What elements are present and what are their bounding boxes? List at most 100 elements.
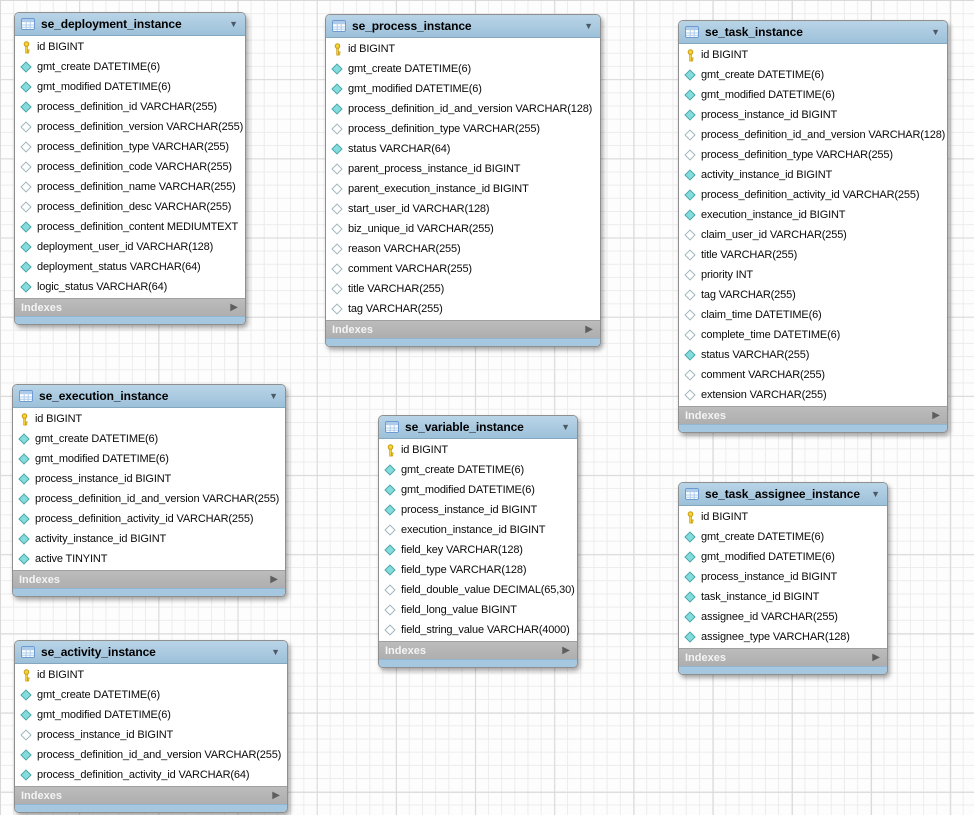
expand-arrow-icon[interactable]: ▶ — [562, 644, 570, 656]
column-row[interactable]: gmt_create DATETIME(6) — [15, 57, 245, 77]
indexes-footer[interactable]: Indexes▶ — [15, 298, 245, 316]
column-row[interactable]: process_instance_id BIGINT — [15, 725, 287, 745]
column-row[interactable]: field_string_value VARCHAR(4000) — [379, 620, 577, 640]
column-row[interactable]: process_definition_id_and_version VARCHA… — [13, 489, 285, 509]
column-row[interactable]: assignee_type VARCHAR(128) — [679, 627, 887, 647]
collapse-arrow-icon[interactable]: ▼ — [584, 20, 593, 31]
column-row[interactable]: claim_user_id VARCHAR(255) — [679, 225, 947, 245]
column-row[interactable]: process_definition_id VARCHAR(255) — [15, 97, 245, 117]
expand-arrow-icon[interactable]: ▶ — [270, 573, 278, 585]
column-row[interactable]: gmt_create DATETIME(6) — [13, 429, 285, 449]
table-header[interactable]: se_variable_instance▼ — [379, 416, 577, 439]
expand-arrow-icon[interactable]: ▶ — [932, 409, 940, 421]
indexes-footer[interactable]: Indexes▶ — [15, 786, 287, 804]
collapse-arrow-icon[interactable]: ▼ — [561, 421, 570, 432]
column-row[interactable]: process_definition_id_and_version VARCHA… — [679, 125, 947, 145]
column-row[interactable]: gmt_create DATETIME(6) — [379, 460, 577, 480]
column-row[interactable]: gmt_modified DATETIME(6) — [679, 547, 887, 567]
column-row[interactable]: logic_status VARCHAR(64) — [15, 277, 245, 297]
column-row[interactable]: reason VARCHAR(255) — [326, 239, 600, 259]
column-row[interactable]: deployment_status VARCHAR(64) — [15, 257, 245, 277]
indexes-footer[interactable]: Indexes▶ — [326, 320, 600, 338]
column-row[interactable]: deployment_user_id VARCHAR(128) — [15, 237, 245, 257]
column-row[interactable]: gmt_create DATETIME(6) — [15, 685, 287, 705]
table-header[interactable]: se_execution_instance▼ — [13, 385, 285, 408]
column-row[interactable]: process_definition_version VARCHAR(255) — [15, 117, 245, 137]
indexes-footer[interactable]: Indexes▶ — [679, 648, 887, 666]
table-header[interactable]: se_deployment_instance▼ — [15, 13, 245, 36]
column-row[interactable]: title VARCHAR(255) — [326, 279, 600, 299]
indexes-footer[interactable]: Indexes▶ — [13, 570, 285, 588]
column-row[interactable]: id BIGINT — [15, 665, 287, 685]
column-row[interactable]: complete_time DATETIME(6) — [679, 325, 947, 345]
column-row[interactable]: process_instance_id BIGINT — [679, 105, 947, 125]
column-row[interactable]: title VARCHAR(255) — [679, 245, 947, 265]
column-row[interactable]: start_user_id VARCHAR(128) — [326, 199, 600, 219]
collapse-arrow-icon[interactable]: ▼ — [269, 390, 278, 401]
column-row[interactable]: gmt_modified DATETIME(6) — [326, 79, 600, 99]
column-row[interactable]: id BIGINT — [13, 409, 285, 429]
indexes-footer[interactable]: Indexes▶ — [679, 406, 947, 424]
column-row[interactable]: id BIGINT — [379, 440, 577, 460]
column-row[interactable]: process_instance_id BIGINT — [679, 567, 887, 587]
column-row[interactable]: comment VARCHAR(255) — [679, 365, 947, 385]
column-row[interactable]: process_definition_type VARCHAR(255) — [679, 145, 947, 165]
column-row[interactable]: process_definition_desc VARCHAR(255) — [15, 197, 245, 217]
column-row[interactable]: parent_execution_instance_id BIGINT — [326, 179, 600, 199]
column-row[interactable]: process_definition_id_and_version VARCHA… — [326, 99, 600, 119]
expand-arrow-icon[interactable]: ▶ — [872, 651, 880, 663]
column-row[interactable]: assignee_id VARCHAR(255) — [679, 607, 887, 627]
expand-arrow-icon[interactable]: ▶ — [585, 323, 593, 335]
column-row[interactable]: process_definition_type VARCHAR(255) — [326, 119, 600, 139]
column-row[interactable]: id BIGINT — [679, 45, 947, 65]
column-row[interactable]: execution_instance_id BIGINT — [379, 520, 577, 540]
column-row[interactable]: process_definition_activity_id VARCHAR(2… — [13, 509, 285, 529]
column-row[interactable]: field_type VARCHAR(128) — [379, 560, 577, 580]
column-row[interactable]: process_definition_type VARCHAR(255) — [15, 137, 245, 157]
column-row[interactable]: process_definition_id_and_version VARCHA… — [15, 745, 287, 765]
column-row[interactable]: active TINYINT — [13, 549, 285, 569]
column-row[interactable]: process_instance_id BIGINT — [379, 500, 577, 520]
column-row[interactable]: field_double_value DECIMAL(65,30) — [379, 580, 577, 600]
column-row[interactable]: gmt_modified DATETIME(6) — [679, 85, 947, 105]
column-row[interactable]: gmt_modified DATETIME(6) — [379, 480, 577, 500]
column-row[interactable]: execution_instance_id BIGINT — [679, 205, 947, 225]
column-row[interactable]: tag VARCHAR(255) — [679, 285, 947, 305]
column-row[interactable]: claim_time DATETIME(6) — [679, 305, 947, 325]
collapse-arrow-icon[interactable]: ▼ — [931, 26, 940, 37]
column-row[interactable]: priority INT — [679, 265, 947, 285]
column-row[interactable]: process_definition_name VARCHAR(255) — [15, 177, 245, 197]
column-row[interactable]: process_instance_id BIGINT — [13, 469, 285, 489]
column-row[interactable]: process_definition_activity_id VARCHAR(6… — [15, 765, 287, 785]
column-row[interactable]: process_definition_activity_id VARCHAR(2… — [679, 185, 947, 205]
column-row[interactable]: process_definition_content MEDIUMTEXT — [15, 217, 245, 237]
column-row[interactable]: extension VARCHAR(255) — [679, 385, 947, 405]
column-row[interactable]: activity_instance_id BIGINT — [13, 529, 285, 549]
table-header[interactable]: se_process_instance▼ — [326, 15, 600, 38]
column-row[interactable]: id BIGINT — [326, 39, 600, 59]
column-row[interactable]: gmt_create DATETIME(6) — [679, 65, 947, 85]
expand-arrow-icon[interactable]: ▶ — [230, 301, 238, 313]
table-header[interactable]: se_task_instance▼ — [679, 21, 947, 44]
collapse-arrow-icon[interactable]: ▼ — [871, 488, 880, 499]
column-row[interactable]: gmt_create DATETIME(6) — [679, 527, 887, 547]
column-row[interactable]: id BIGINT — [15, 37, 245, 57]
column-row[interactable]: parent_process_instance_id BIGINT — [326, 159, 600, 179]
column-row[interactable]: tag VARCHAR(255) — [326, 299, 600, 319]
column-row[interactable]: task_instance_id BIGINT — [679, 587, 887, 607]
column-row[interactable]: comment VARCHAR(255) — [326, 259, 600, 279]
collapse-arrow-icon[interactable]: ▼ — [271, 646, 280, 657]
column-row[interactable]: gmt_modified DATETIME(6) — [13, 449, 285, 469]
column-row[interactable]: activity_instance_id BIGINT — [679, 165, 947, 185]
collapse-arrow-icon[interactable]: ▼ — [229, 18, 238, 29]
column-row[interactable]: process_definition_code VARCHAR(255) — [15, 157, 245, 177]
column-row[interactable]: field_long_value BIGINT — [379, 600, 577, 620]
column-row[interactable]: field_key VARCHAR(128) — [379, 540, 577, 560]
column-row[interactable]: status VARCHAR(64) — [326, 139, 600, 159]
